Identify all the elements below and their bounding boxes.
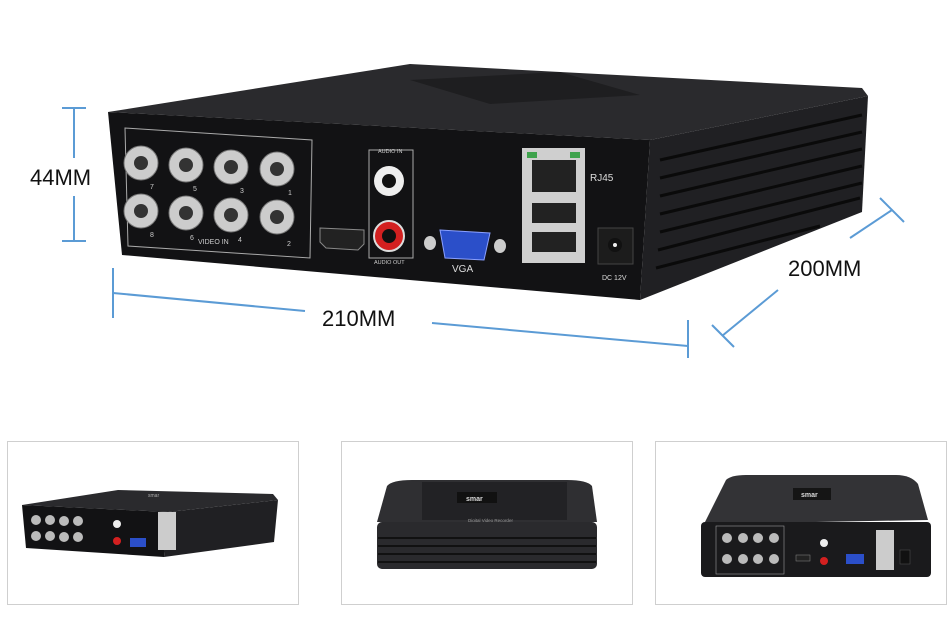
bnc-label: 8 <box>150 232 154 239</box>
bnc-label: 5 <box>193 186 197 193</box>
usb-port <box>532 203 576 223</box>
bnc-label: 6 <box>190 235 194 242</box>
video-in-label: VIDEO IN <box>198 239 229 246</box>
audio-out-label: AUDIO OUT <box>374 260 405 266</box>
width-dimension: 210MM <box>322 306 396 331</box>
depth-dimension: 200MM <box>788 256 862 281</box>
dvr-side-face <box>640 96 868 300</box>
bnc-label: 7 <box>150 184 154 191</box>
vga-label: VGA <box>452 264 473 275</box>
thumb-brand: smar <box>801 492 818 499</box>
thumb-brand: smar <box>466 496 483 503</box>
height-dimension: 44MM <box>30 165 92 190</box>
dvr-top-logo-plate <box>410 72 640 104</box>
vga-port <box>439 229 491 261</box>
hdmi-port <box>319 227 365 251</box>
bnc-label: 1 <box>288 190 292 197</box>
thumb-brand: smar <box>148 493 159 499</box>
rj45-port <box>532 160 576 192</box>
dc-label: DC 12V <box>602 275 627 282</box>
thumbnail-front[interactable]: smar Digital Video Recorder <box>341 441 633 605</box>
audio-in-label: AUDIO IN <box>378 149 402 155</box>
usb-port <box>532 232 576 252</box>
bnc-label: 4 <box>238 237 242 244</box>
thumbnail-rear-top[interactable]: smar <box>655 441 947 605</box>
thumbnail-rear-angle[interactable]: smar <box>7 441 299 605</box>
bnc-label: 2 <box>287 241 291 248</box>
rj45-label: RJ45 <box>590 173 614 184</box>
dimension-lines <box>62 107 905 358</box>
front-label: Digital Video Recorder <box>468 518 513 523</box>
bnc-label: 3 <box>240 188 244 195</box>
dvr-main-illustration: 7 5 3 1 8 6 4 2 VIDEO IN AUDIO IN AUDIO … <box>62 64 905 358</box>
